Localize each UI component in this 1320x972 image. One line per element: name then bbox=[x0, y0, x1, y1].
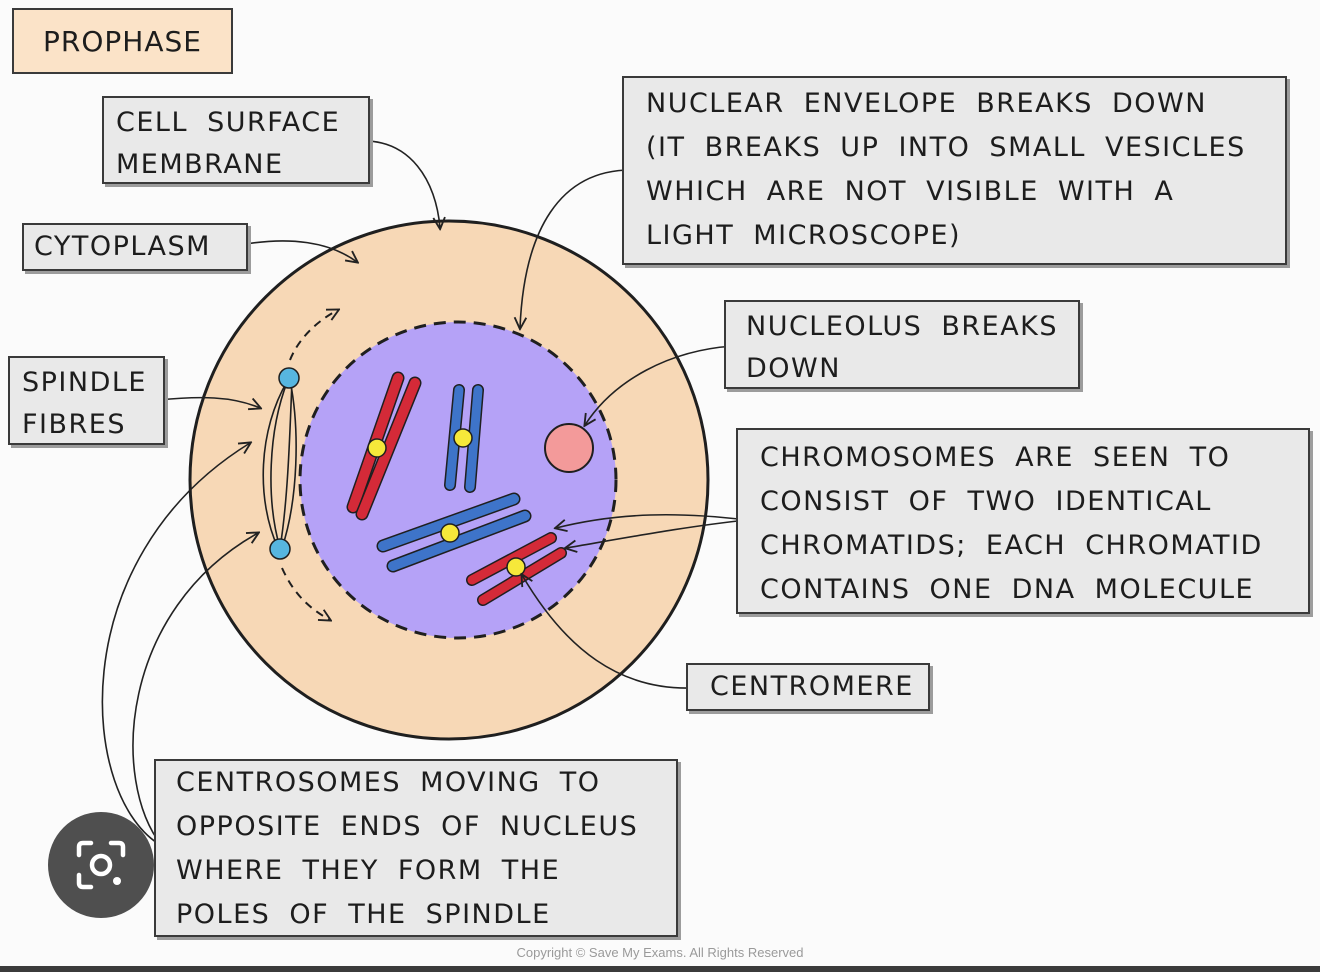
centromere bbox=[367, 438, 387, 458]
camera-lens-icon[interactable] bbox=[48, 812, 154, 918]
copyright-notice: Copyright © Save My Exams. All Rights Re… bbox=[516, 945, 804, 960]
leader-chromatid-1 bbox=[556, 513, 747, 528]
leader-nucleolus bbox=[585, 346, 734, 425]
label-chromosomes: CHROMOSOMES ARE SEEN TO CONSIST OF TWO I… bbox=[736, 428, 1310, 614]
nucleolus bbox=[544, 423, 594, 473]
bottom-bar bbox=[0, 966, 1320, 972]
centromere bbox=[453, 428, 473, 448]
leader-centromere bbox=[522, 575, 692, 688]
spindle-fibres bbox=[262, 379, 297, 549]
centromere bbox=[506, 557, 526, 577]
movement-arrow-bottom bbox=[281, 567, 330, 620]
leader-centrosome-top bbox=[101, 443, 250, 846]
stage-title: PROPHASE bbox=[12, 8, 233, 74]
leader-centrosome-bottom bbox=[132, 533, 258, 847]
leader-cell-surface bbox=[362, 141, 440, 228]
movement-arrow-top bbox=[289, 310, 338, 361]
centrosome-top bbox=[278, 367, 300, 389]
chromosome-blue-small bbox=[444, 384, 484, 493]
leader-nuclear-envelope bbox=[520, 170, 631, 328]
leader-cytoplasm bbox=[240, 240, 357, 262]
label-nuclear-envelope: NUCLEAR ENVELOPE BREAKS DOWN (IT BREAKS … bbox=[622, 76, 1287, 265]
centrosome-bottom bbox=[269, 538, 291, 560]
label-centromere: CENTROMERE bbox=[686, 663, 930, 711]
centromere bbox=[440, 523, 460, 543]
label-cytoplasm: CYTOPLASM bbox=[22, 223, 248, 271]
chromosome-blue-long bbox=[376, 492, 532, 573]
chromosome-red-tall bbox=[346, 371, 422, 521]
label-centrosomes: CENTROSOMES MOVING TO OPPOSITE ENDS OF N… bbox=[154, 759, 678, 937]
label-nucleolus: NUCLEOLUS BREAKS DOWN bbox=[724, 300, 1080, 389]
camera-lens-glyph bbox=[76, 840, 126, 890]
leader-chromatid-2 bbox=[566, 519, 748, 548]
nucleus bbox=[298, 320, 618, 640]
label-cell-surface-membrane: CELL SURFACE MEMBRANE bbox=[102, 96, 370, 184]
label-spindle-fibres: SPINDLE FIBRES bbox=[8, 356, 165, 445]
leader-spindle bbox=[158, 396, 260, 408]
